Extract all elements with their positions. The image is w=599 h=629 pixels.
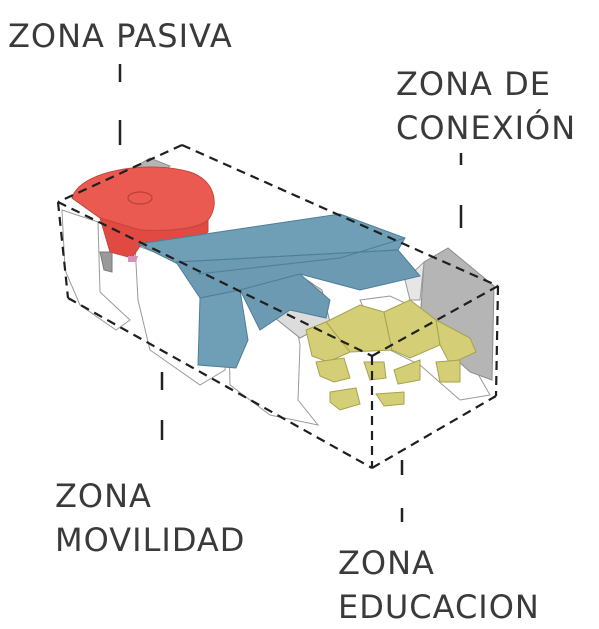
blue-edge-2 bbox=[197, 237, 406, 275]
dashed-bounding-box bbox=[56, 143, 500, 469]
yellow-block-10 bbox=[375, 391, 405, 407]
box-top-left bbox=[57, 144, 183, 203]
label-zona-conexion: ZONA DE CONEXIÓN bbox=[396, 62, 576, 150]
box-top-far bbox=[181, 143, 499, 288]
yellow-block-7 bbox=[393, 359, 421, 385]
zona-pasiva-shapes bbox=[71, 166, 215, 262]
leader-lines bbox=[118, 64, 463, 522]
red-cylinder-hole bbox=[127, 191, 153, 205]
label-zona-conexion-line2: CONEXIÓN bbox=[396, 109, 577, 147]
label-zona-movilidad-line2: MOVILIDAD bbox=[55, 521, 246, 559]
yellow-block-3 bbox=[435, 319, 477, 365]
yellow-block-5 bbox=[315, 357, 351, 383]
box-bottom-near bbox=[67, 297, 373, 469]
box-vert-left bbox=[56, 201, 70, 299]
box-top-near bbox=[57, 201, 373, 357]
yellow-block-9 bbox=[329, 387, 361, 411]
box-bottom-right bbox=[371, 395, 497, 469]
blue-ramp bbox=[197, 289, 249, 369]
zona-educacion-shapes bbox=[305, 299, 477, 411]
label-zona-educacion-line1: ZONA bbox=[338, 544, 435, 582]
yellow-block-8 bbox=[435, 359, 461, 383]
label-zona-educacion-line2: EDUCACION bbox=[338, 588, 540, 626]
box-top-right bbox=[371, 285, 499, 357]
blue-wing bbox=[239, 273, 331, 331]
label-zona-movilidad: ZONA MOVILIDAD bbox=[55, 474, 245, 562]
label-zona-educacion: ZONA EDUCACION bbox=[338, 541, 540, 629]
yellow-block-4 bbox=[305, 321, 351, 363]
label-zona-movilidad-line1: ZONA bbox=[55, 477, 152, 515]
yellow-block-6 bbox=[363, 361, 387, 381]
grey-block-left bbox=[99, 251, 113, 273]
label-zona-pasiva: ZONA PASIVA bbox=[8, 14, 233, 58]
pink-accent bbox=[128, 256, 138, 262]
label-zona-conexion-line1: ZONA DE bbox=[396, 65, 551, 103]
zona-movilidad-shapes bbox=[136, 213, 421, 369]
grey-shard-right bbox=[404, 260, 425, 301]
label-zona-pasiva-line1: ZONA PASIVA bbox=[8, 17, 233, 55]
box-vert-right bbox=[494, 285, 500, 397]
